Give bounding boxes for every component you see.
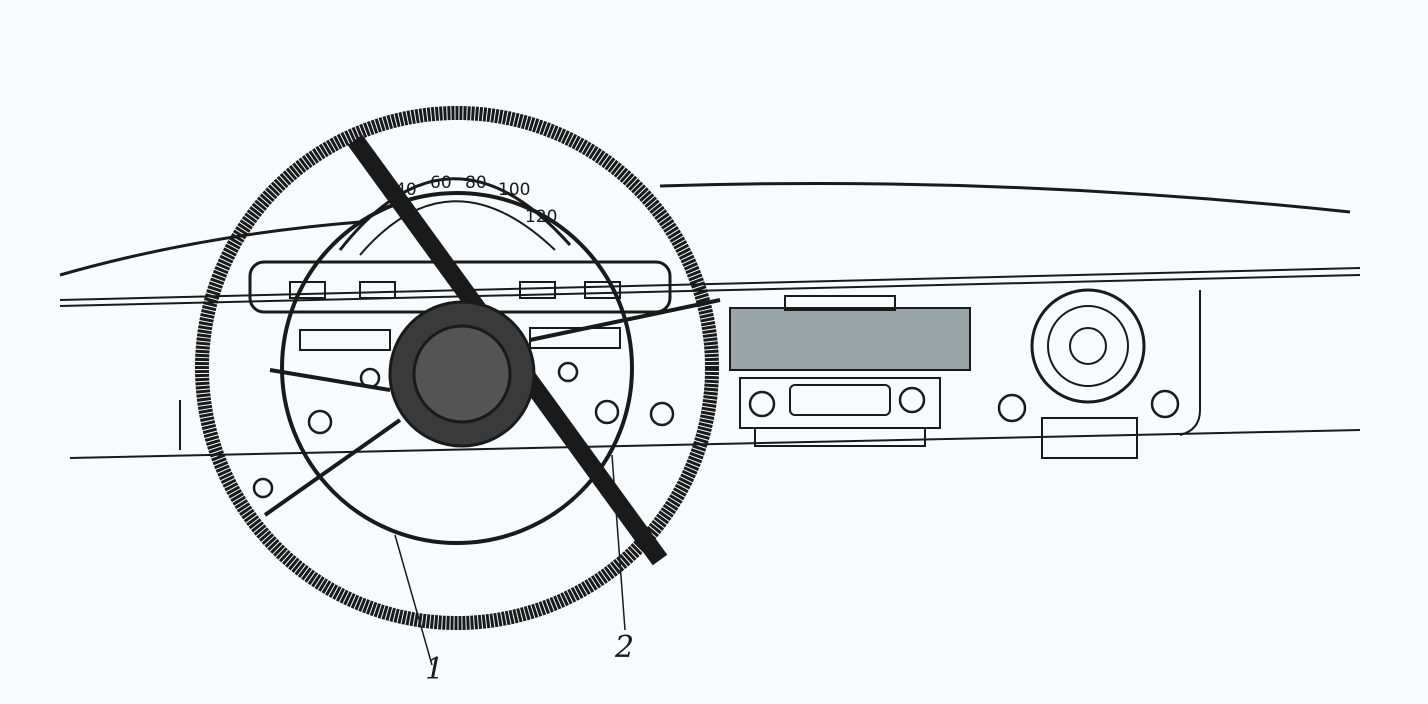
callout-line-1 bbox=[394, 534, 433, 666]
callout-label-1: 1 bbox=[425, 652, 445, 687]
radio-grille bbox=[729, 307, 971, 371]
callout-label-2: 2 bbox=[615, 630, 635, 665]
clock-ring bbox=[1047, 305, 1129, 387]
dash-upper-edge bbox=[59, 267, 1361, 301]
gauge-window bbox=[359, 281, 396, 299]
horn-button bbox=[412, 324, 512, 424]
speed-mark-80: 80 bbox=[465, 173, 487, 193]
gauge-window bbox=[519, 281, 556, 299]
ashtray bbox=[1041, 417, 1138, 459]
radio-top-buttons bbox=[784, 295, 896, 311]
gauge-window bbox=[584, 281, 621, 299]
horn-ring bbox=[280, 191, 634, 545]
gauge-window bbox=[289, 281, 326, 299]
dash-top-right bbox=[659, 181, 1351, 214]
radio-buttons bbox=[754, 427, 926, 447]
speedometer-arc bbox=[359, 200, 556, 256]
callout-line-2 bbox=[611, 454, 626, 631]
dash-panel-edges bbox=[179, 290, 1201, 450]
clock-center bbox=[1069, 327, 1107, 365]
dash-upper-edge-2 bbox=[59, 274, 1361, 307]
speed-mark-60: 60 bbox=[430, 173, 452, 193]
dash-top-left bbox=[59, 220, 361, 277]
steering-wheel-rim bbox=[195, 106, 719, 630]
clock-outer bbox=[1030, 288, 1146, 404]
steering-spokes-thin bbox=[263, 298, 721, 517]
speed-mark-100: 100 bbox=[498, 180, 530, 200]
dash-lower-edge bbox=[69, 429, 1361, 459]
radio-dial bbox=[789, 384, 891, 416]
knobs bbox=[252, 361, 1180, 499]
